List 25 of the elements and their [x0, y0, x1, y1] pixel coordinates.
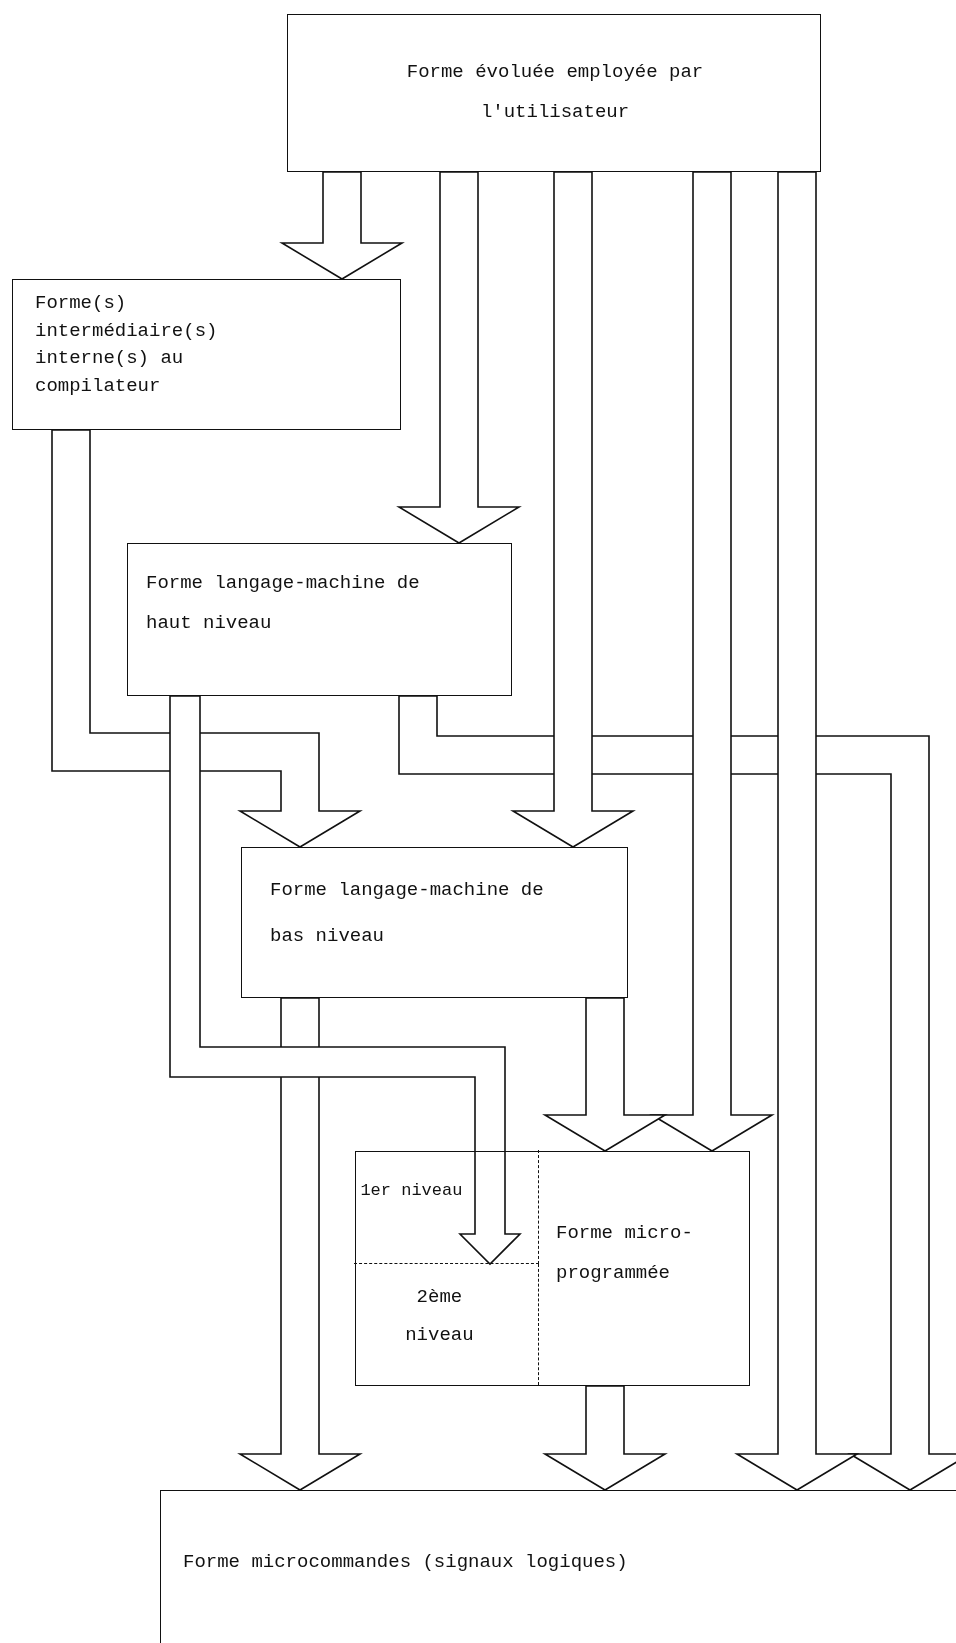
hollow-arrow	[542, 997, 668, 1152]
process-box	[127, 543, 512, 696]
box-text: 1er niveau	[360, 1180, 464, 1203]
box-text: Forme(s) intermédiaire(s) interne(s) au compilateur	[35, 291, 219, 399]
hollow-arrow	[542, 1385, 668, 1491]
process-box	[241, 847, 628, 998]
level-region	[354, 1150, 540, 1265]
box-text: Forme microcommandes (signaux logiques)	[183, 1550, 629, 1575]
box-text: Forme langage-machine de bas niveau	[270, 878, 545, 949]
hollow-arrow	[279, 171, 405, 280]
hollow-arrow	[237, 997, 363, 1491]
process-box	[355, 1151, 750, 1386]
hollow-arrow	[51, 429, 363, 848]
process-box	[287, 14, 821, 172]
hollow-arrow	[398, 695, 956, 1491]
box-text: Forme langage-machine de haut niveau	[146, 571, 421, 636]
box-text: 2ème niveau	[404, 1285, 475, 1349]
hollow-arrow	[396, 171, 522, 544]
hollow-arrow	[510, 171, 636, 848]
box-text: Forme évoluée employée par l'utilisateur	[405, 60, 705, 125]
process-box	[160, 1490, 956, 1643]
box-text: Forme micro-programmée	[556, 1221, 694, 1286]
process-box	[12, 279, 401, 430]
hollow-arrow	[734, 171, 860, 1491]
hollow-arrow	[169, 695, 522, 1266]
